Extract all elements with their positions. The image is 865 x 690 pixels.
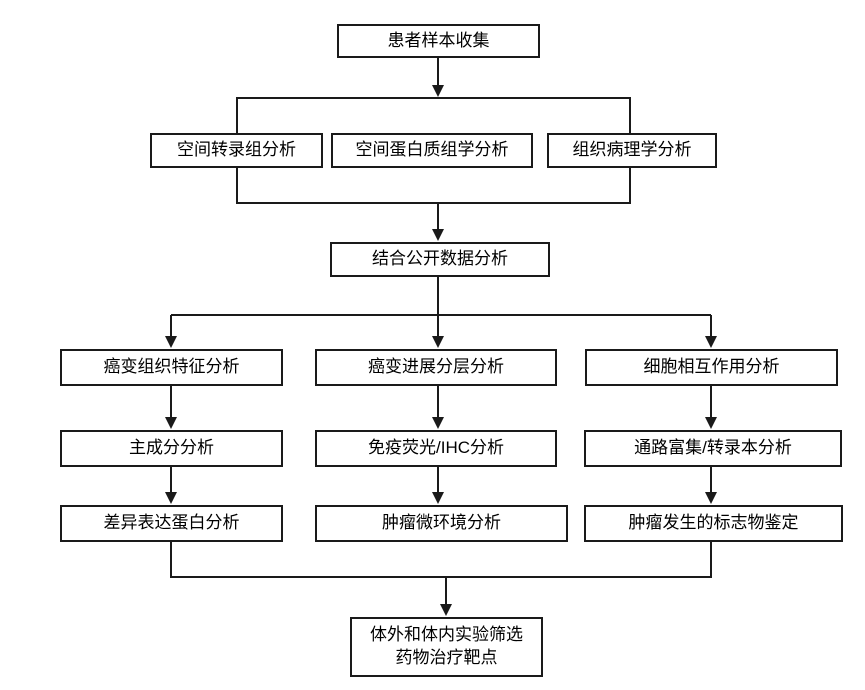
edge-bottom-bracket	[170, 542, 712, 578]
node-public-data-integration: 结合公开数据分析	[330, 242, 550, 277]
edge-merge-bracket	[236, 168, 631, 204]
node-differential-proteins: 差异表达蛋白分析	[60, 505, 283, 542]
node-tumor-microenvironment: 肿瘤微环境分析	[315, 505, 568, 542]
node-patient-sample-collection: 患者样本收集	[337, 24, 540, 58]
node-tumor-markers: 肿瘤发生的标志物鉴定	[584, 505, 843, 542]
node-spatial-transcriptomics: 空间转录组分析	[150, 133, 323, 168]
node-drug-target-screening: 体外和体内实验筛选 药物治疗靶点	[350, 617, 543, 677]
node-cancer-tissue-features: 癌变组织特征分析	[60, 349, 283, 386]
node-spatial-proteomics: 空间蛋白质组学分析	[331, 133, 533, 168]
edge-top-bracket	[236, 97, 631, 133]
edge-split-stem	[171, 277, 711, 316]
node-cancer-progression: 癌变进展分层分析	[315, 349, 557, 386]
node-cell-interaction: 细胞相互作用分析	[585, 349, 838, 386]
node-histopathology: 组织病理学分析	[547, 133, 717, 168]
node-if-ihc: 免疫荧光/IHC分析	[315, 430, 557, 467]
node-pca: 主成分分析	[60, 430, 283, 467]
node-pathway-enrichment: 通路富集/转录本分析	[584, 430, 842, 467]
